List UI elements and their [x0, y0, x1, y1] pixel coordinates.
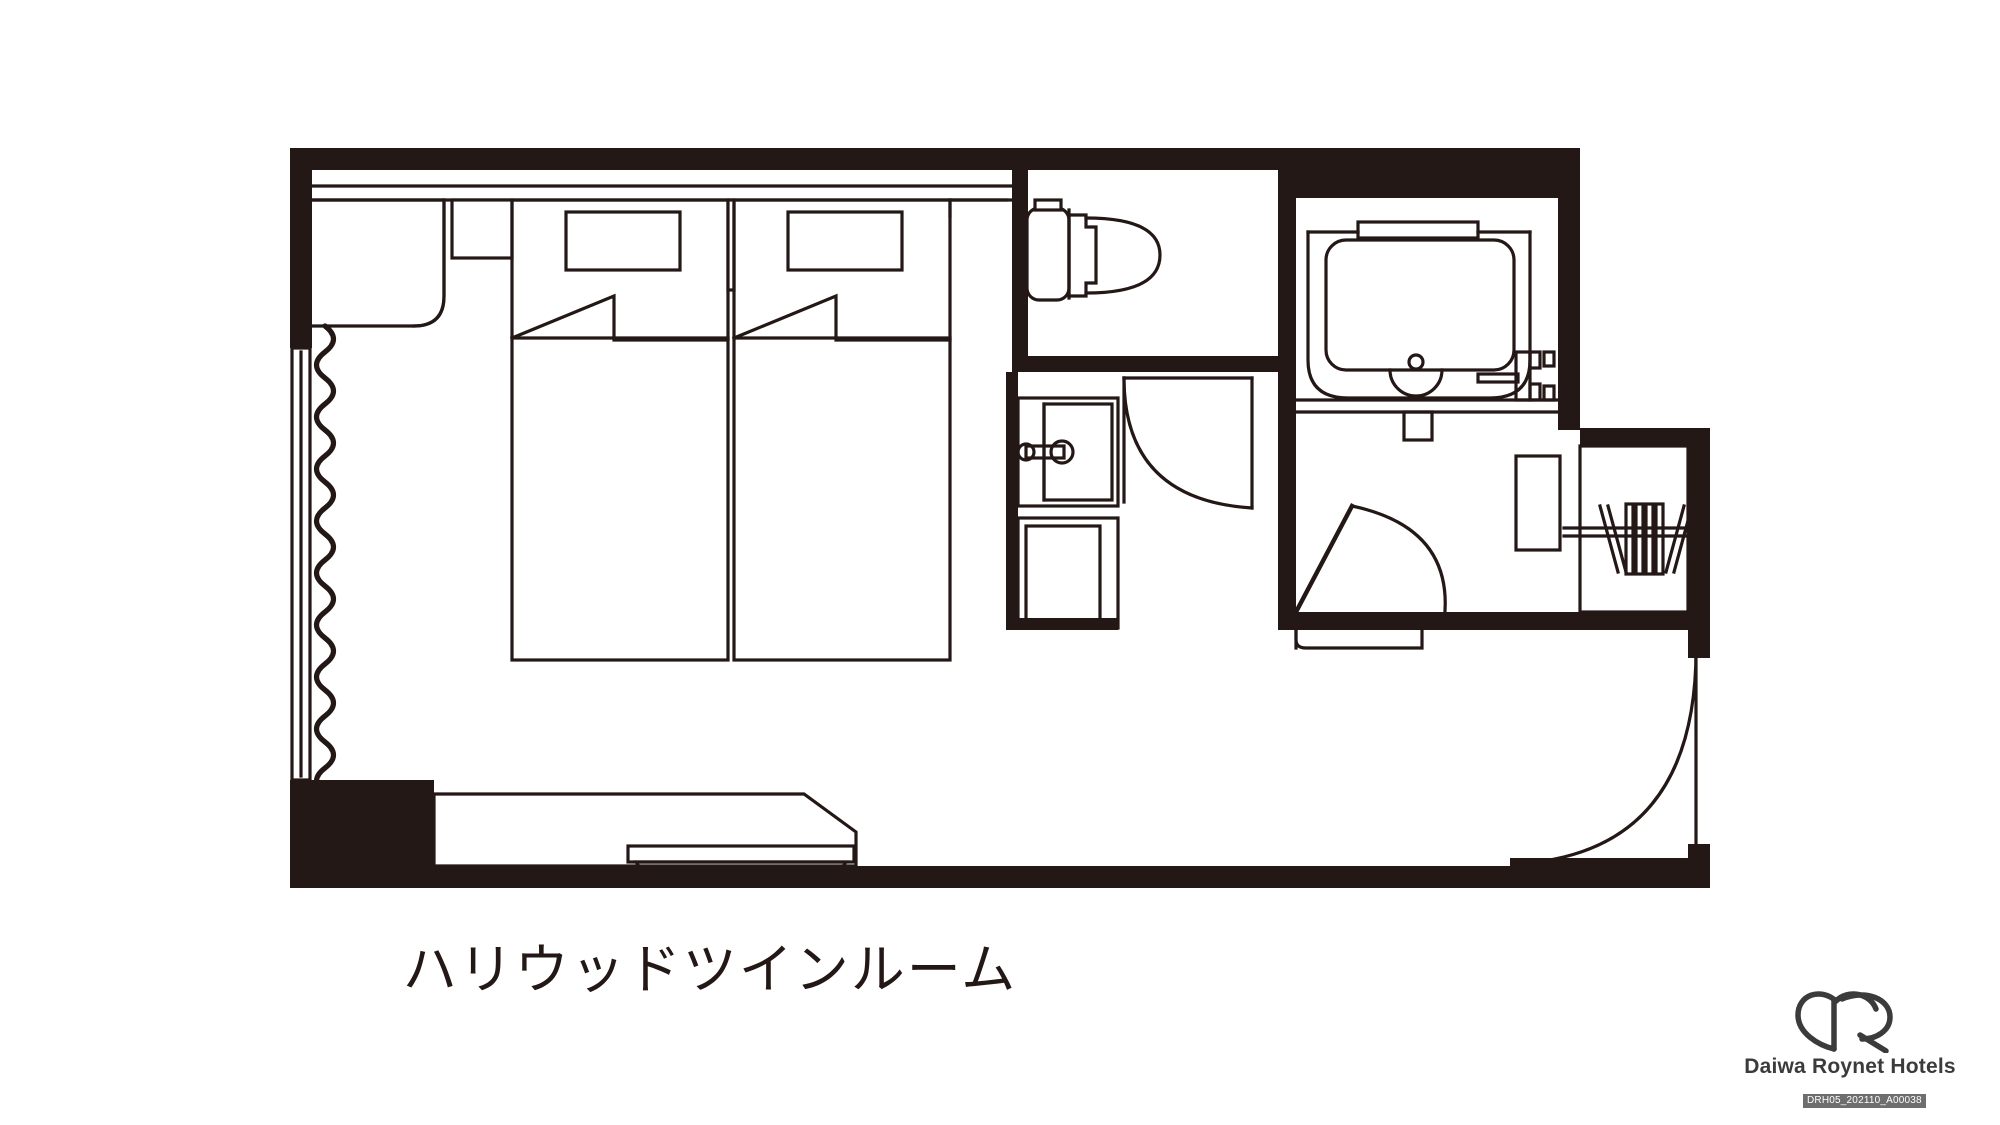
wall-toilet-bottom	[1012, 356, 1296, 372]
bed-left	[510, 198, 730, 662]
toilet-seat	[1084, 216, 1162, 295]
sofa	[310, 198, 446, 328]
tv-knob-left	[1016, 442, 1036, 462]
wall-bottom	[290, 866, 1710, 888]
bed-left-blanket	[509, 293, 730, 342]
bathtub-drain	[1407, 353, 1425, 371]
shower-handle	[1542, 384, 1556, 402]
hangers-group	[1598, 502, 1694, 576]
bedroom-outline-group	[310, 184, 1014, 202]
bathtub-group	[1306, 220, 1556, 402]
wall-left-upper	[290, 148, 312, 348]
toilet-door-group[interactable]	[1122, 376, 1254, 510]
hanger-block-1	[1624, 502, 1635, 576]
window-group	[290, 346, 312, 782]
partition-lines-group	[1294, 398, 1560, 650]
daiwa-roynet-r-monogram-icon	[1795, 991, 1893, 1053]
curtain-group	[313, 323, 337, 875]
washbasin	[1402, 410, 1434, 442]
tv-knob-right	[1049, 439, 1075, 465]
mirror	[1514, 454, 1562, 552]
entrance-door-group[interactable]	[1510, 638, 1700, 868]
bathtub-basin	[1324, 238, 1516, 372]
bed-head-panel-group	[948, 198, 1008, 218]
hanger-block-2	[1634, 502, 1645, 576]
shower-fixture-valve-bottom	[1528, 382, 1542, 402]
brand-logo: Daiwa Roynet Hotels	[1700, 985, 2000, 1079]
tv-screen	[1042, 402, 1114, 502]
wall-entry-right	[1688, 612, 1710, 658]
curtain	[313, 323, 337, 875]
refrigerator-door	[1024, 524, 1102, 622]
bathroom-door-leaf	[1293, 503, 1355, 615]
bathtub-top-rail	[1356, 220, 1480, 240]
wall-bottom-left-block	[290, 780, 434, 888]
room-title: ハリウッドツインルーム	[402, 938, 1018, 1001]
bed-right	[732, 198, 952, 662]
wall-vestibule-left	[1278, 400, 1296, 630]
wall-bath-right	[1558, 148, 1580, 430]
desk	[432, 792, 858, 868]
shower-fixture-valve-top	[1528, 350, 1542, 370]
brand-name: Daiwa Roynet Hotels	[1744, 1055, 1956, 1078]
hanger-3	[1664, 504, 1686, 574]
bed-right-group	[731, 198, 952, 662]
side-table	[450, 198, 514, 260]
wall-topright-block	[1286, 148, 1580, 198]
toilet-door-swing-arc	[1122, 376, 1254, 510]
refrigerator	[1016, 516, 1120, 630]
wall-top	[290, 148, 1580, 170]
bathroom-door-swing-arc	[1350, 504, 1447, 624]
wall-bath-bottom	[1278, 612, 1578, 630]
hanger-2	[1606, 504, 1628, 574]
toilet-room-group	[1025, 198, 1162, 302]
hanger-1	[1598, 504, 1620, 574]
vanity-group	[1294, 410, 1562, 552]
tv-bar	[1024, 444, 1066, 460]
entrance-door-swing-arc	[1510, 638, 1698, 866]
toilet-tank	[1025, 206, 1071, 302]
pillow-left	[564, 210, 682, 272]
sofa-group	[310, 198, 446, 328]
tv-unit-group	[1016, 396, 1120, 630]
luggage-rack-top	[626, 844, 856, 864]
shower-head	[1542, 350, 1556, 368]
bed-right-blanket	[731, 293, 952, 342]
wall-corridor-left	[1006, 372, 1018, 630]
bathtub-notch	[1388, 368, 1444, 398]
desk-group	[432, 792, 858, 878]
bathroom-door-group[interactable]	[1293, 503, 1447, 650]
bath-faucet-spout	[1476, 372, 1520, 384]
side-table-group	[450, 198, 514, 260]
pillow-right	[786, 210, 904, 272]
entrance-door-threshold	[1510, 858, 1700, 868]
toilet-bowl	[1067, 213, 1098, 298]
bathtub-apron	[1306, 230, 1532, 400]
hanger-block-4	[1654, 502, 1665, 576]
hanger-block-3	[1644, 502, 1655, 576]
closet-group	[1562, 444, 1702, 614]
wall-toilet-left	[1012, 170, 1028, 370]
wall-closet-top	[1580, 428, 1710, 446]
sofa-inner-line	[412, 198, 446, 328]
toilet-tank-lid	[1033, 198, 1063, 212]
asset-code-badge: DRH05_202110_A00038	[1803, 1094, 1926, 1108]
bed-left-group	[509, 198, 730, 662]
hanger-4	[1672, 504, 1694, 574]
wall-toilet-right	[1280, 170, 1296, 356]
